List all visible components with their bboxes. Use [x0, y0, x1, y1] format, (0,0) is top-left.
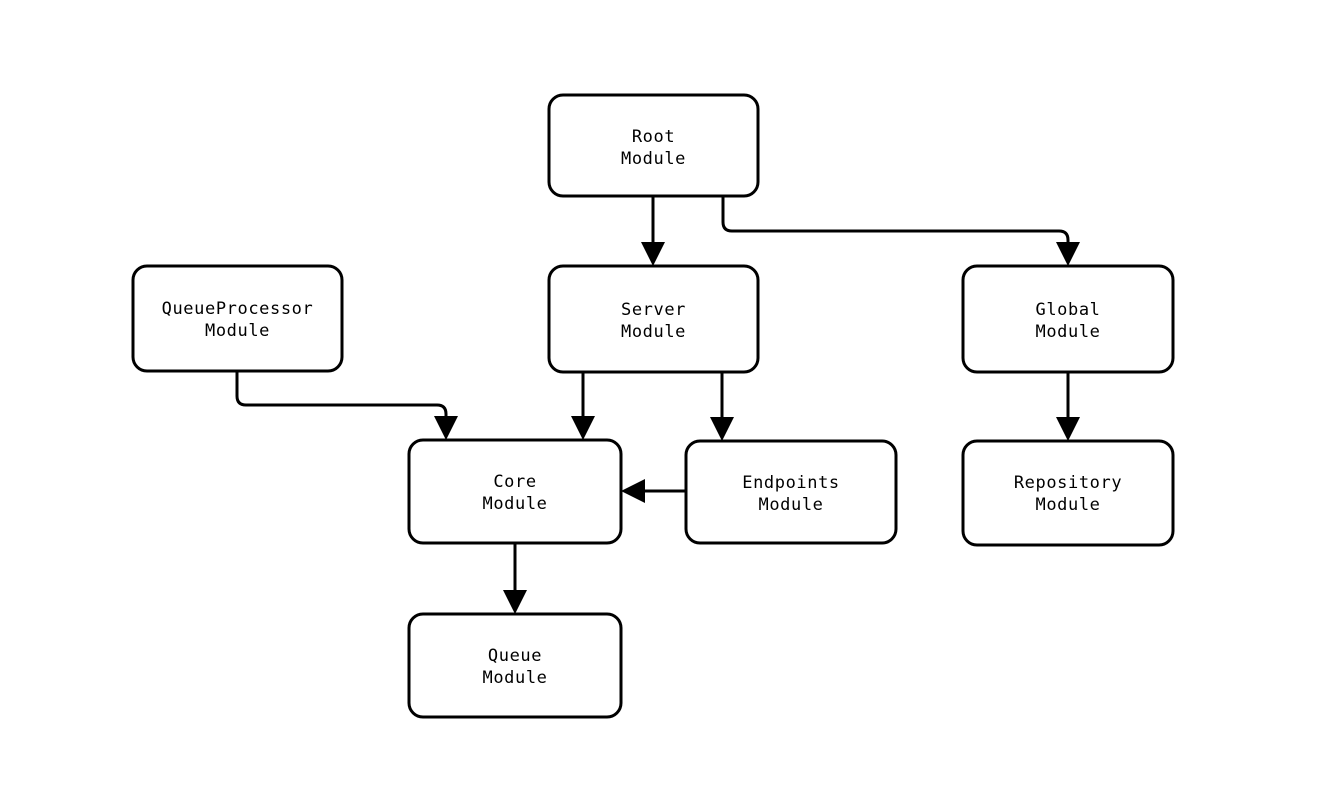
arrowhead-icon	[1056, 242, 1080, 266]
node-label-line2: Module	[1035, 322, 1100, 342]
node-label-line1: QueueProcessor	[162, 299, 314, 319]
node-label-line1: Queue	[488, 646, 542, 666]
edge-global-to-repository	[1056, 372, 1080, 441]
edge-server-to-endpoints	[710, 372, 734, 441]
edge-queueprocessor-to-core	[235, 371, 458, 440]
node-label-line2: Module	[621, 149, 686, 169]
node-label-line2: Module	[205, 321, 270, 341]
node-queueprocessor-module[interactable]: QueueProcessor Module	[131, 264, 344, 373]
node-box[interactable]	[961, 439, 1175, 547]
node-label-line1: Server	[621, 300, 686, 320]
node-label-line2: Module	[482, 494, 547, 514]
arrowhead-icon	[503, 590, 527, 614]
node-box[interactable]	[131, 264, 344, 373]
node-core-module[interactable]: Core Module	[407, 438, 623, 545]
node-queue-module[interactable]: Queue Module	[407, 612, 623, 719]
edge-endpoints-to-core	[621, 479, 686, 503]
arrowhead-icon	[641, 242, 665, 266]
node-box[interactable]	[961, 264, 1175, 374]
node-repository-module[interactable]: Repository Module	[961, 439, 1175, 547]
arrowhead-icon	[1056, 417, 1080, 441]
node-box[interactable]	[547, 93, 760, 198]
node-box[interactable]	[684, 439, 898, 545]
node-label-line1: Endpoints	[742, 473, 840, 493]
edge-root-to-global	[721, 196, 1080, 266]
node-global-module[interactable]: Global Module	[961, 264, 1175, 374]
node-root-module[interactable]: Root Module	[547, 93, 760, 198]
node-box[interactable]	[547, 264, 760, 374]
edge-line	[721, 196, 1070, 251]
node-label-line1: Global	[1035, 300, 1100, 320]
arrowhead-icon	[710, 417, 734, 441]
arrowhead-icon	[621, 479, 645, 503]
arrowhead-icon	[434, 416, 458, 440]
node-label-line2: Module	[621, 322, 686, 342]
edge-core-to-queue	[503, 543, 527, 614]
node-server-module[interactable]: Server Module	[547, 264, 760, 374]
node-box[interactable]	[407, 438, 623, 545]
node-label-line2: Module	[758, 495, 823, 515]
node-label-line2: Module	[1035, 495, 1100, 515]
edge-line	[235, 371, 448, 425]
node-label-line1: Repository	[1014, 473, 1122, 493]
arrowhead-icon	[571, 416, 595, 440]
node-endpoints-module[interactable]: Endpoints Module	[684, 439, 898, 545]
node-label-line2: Module	[482, 668, 547, 688]
edge-server-to-core	[571, 372, 595, 440]
node-label-line1: Root	[632, 127, 675, 147]
node-label-line1: Core	[493, 472, 536, 492]
node-box[interactable]	[407, 612, 623, 719]
edge-root-to-server	[641, 196, 665, 266]
